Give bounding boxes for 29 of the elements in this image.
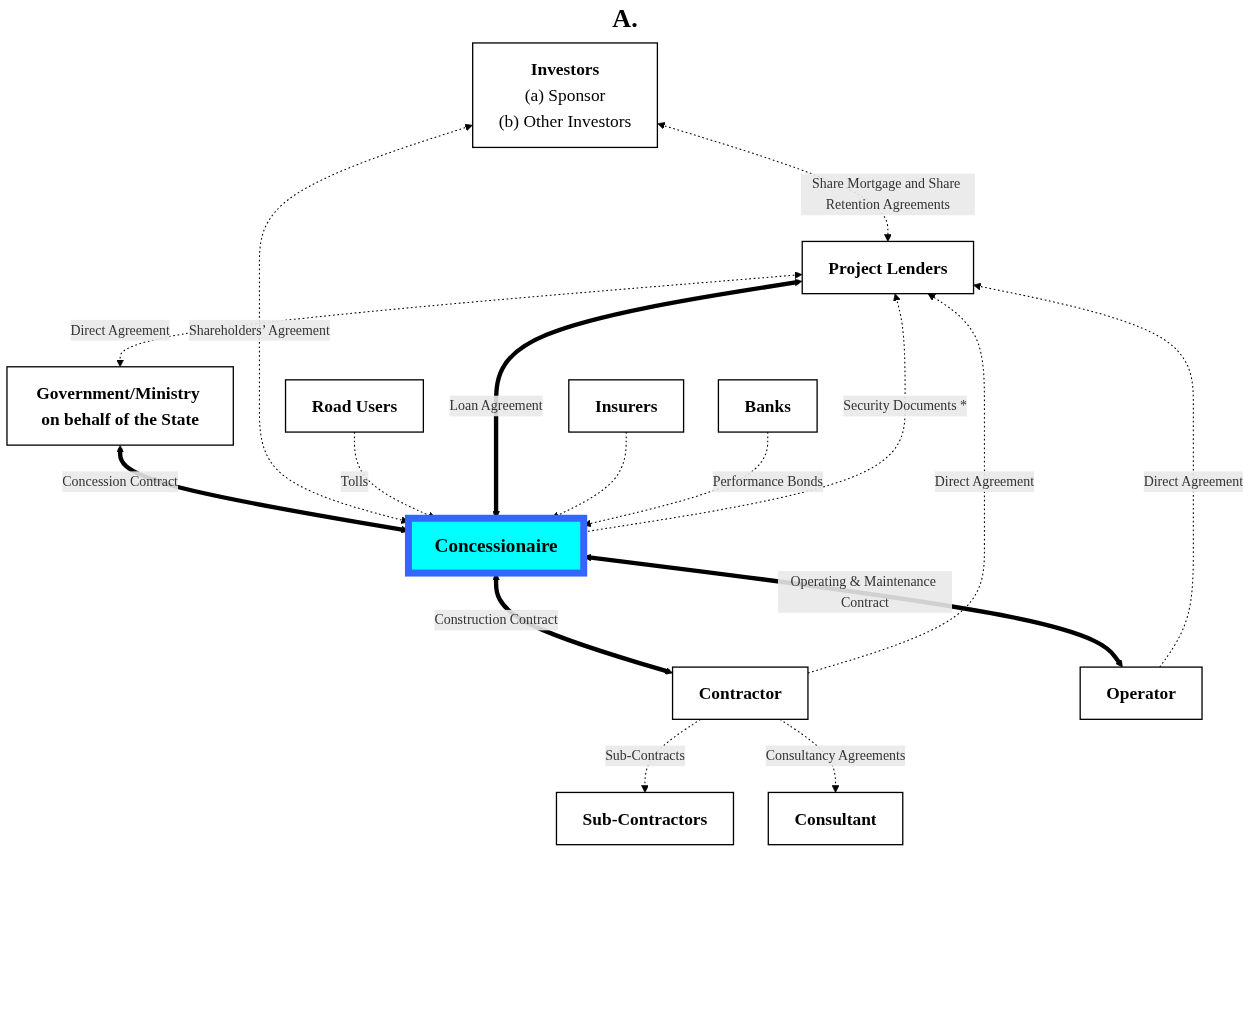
edge-label: Consultancy Agreements bbox=[765, 748, 906, 763]
edge-label: Concession Contract bbox=[62, 473, 178, 489]
edge-label: Share Mortgage and Share Retention Agreements bbox=[812, 176, 961, 212]
edge-label: Security Documents * bbox=[843, 398, 968, 413]
node-box: Concessionaire bbox=[404, 514, 588, 577]
edge-label: Loan Agreement bbox=[449, 398, 543, 413]
node-box: Consultant bbox=[767, 791, 904, 846]
node-box: Investors (a) Sponsor (b) Other Investors bbox=[472, 42, 659, 149]
node-box: Road Users bbox=[284, 379, 424, 433]
arrow bbox=[973, 282, 1194, 668]
node-box: Contractor bbox=[671, 666, 809, 720]
diagram-title: A. bbox=[611, 4, 639, 34]
edge-label: Operating & Maintenance Contract bbox=[790, 573, 936, 610]
node-box: Banks bbox=[717, 379, 818, 433]
edge-label: Construction Contract bbox=[434, 612, 558, 628]
edge-label: Tolls bbox=[340, 473, 369, 489]
node-box: Government/Ministry on behalf of the State bbox=[6, 366, 234, 446]
edge-label: Direct Agreement bbox=[934, 473, 1035, 489]
edge-label: Performance Bonds bbox=[712, 473, 823, 489]
arrow bbox=[258, 123, 473, 524]
node-box: Insurers bbox=[568, 379, 685, 433]
edge-label: Direct Agreement bbox=[70, 322, 170, 338]
arrow bbox=[116, 271, 803, 368]
edge-label: Sub-Contracts bbox=[605, 748, 685, 763]
edge-label: Direct Agreement bbox=[1143, 473, 1244, 489]
node-box: Operator bbox=[1079, 666, 1203, 720]
edge-label: Shareholders’ Agreement bbox=[188, 322, 330, 338]
node-box: Sub-Contractors bbox=[555, 791, 735, 846]
node-box: Project Lenders bbox=[801, 240, 975, 295]
